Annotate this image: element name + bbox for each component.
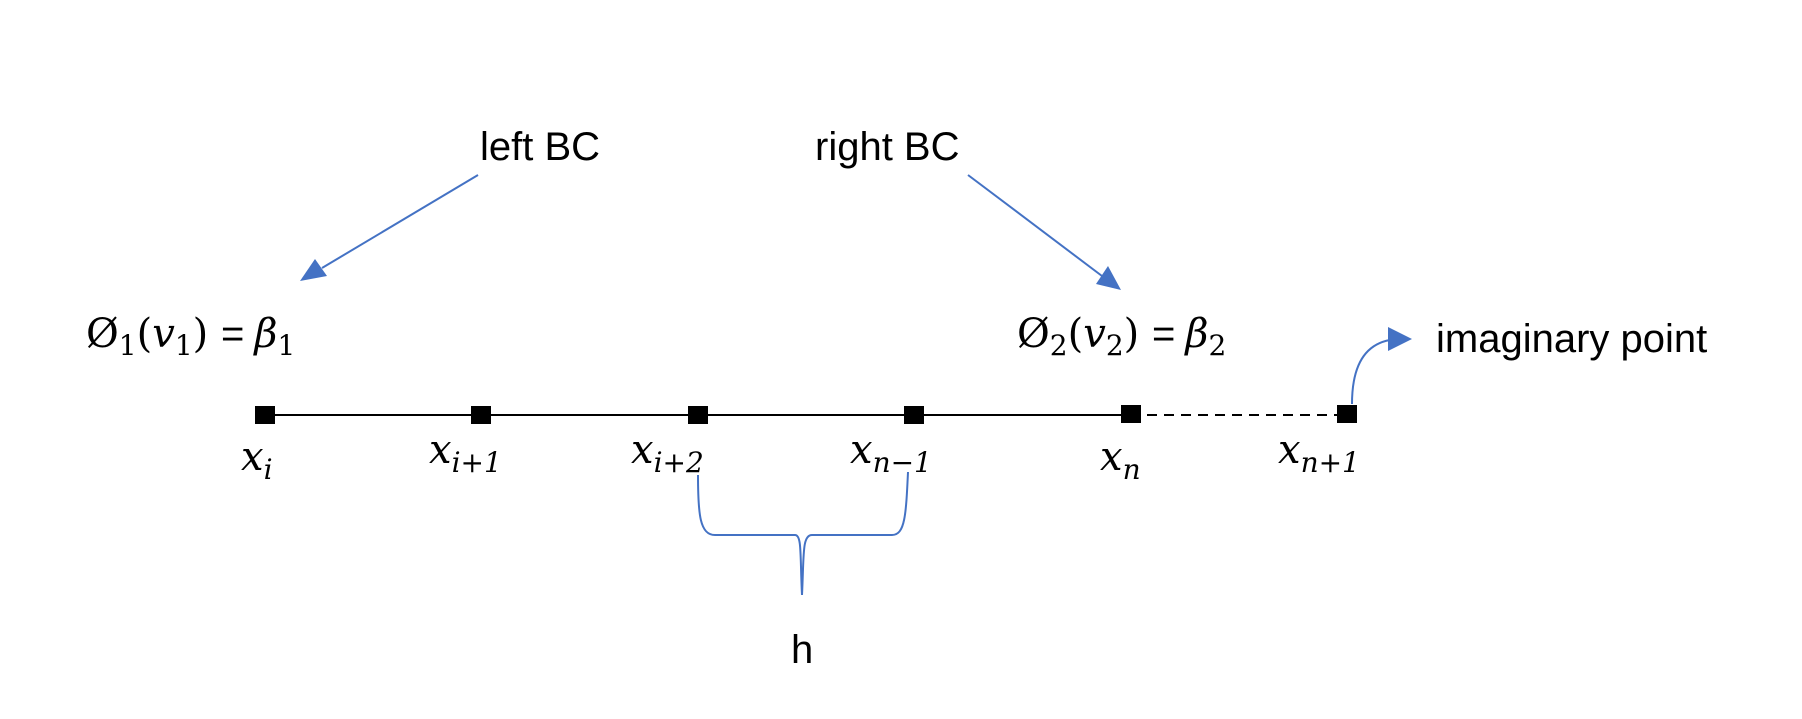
- node-label: xn: [1100, 434, 1141, 486]
- right-bc-arrow: [967, 174, 1121, 290]
- node-marker: [904, 406, 924, 424]
- right-bc-equation: Ø2(v2) =β2: [1017, 311, 1226, 362]
- left-bc-label: left BC: [480, 125, 600, 169]
- node-marker: [1121, 405, 1141, 423]
- node-marker: [471, 406, 491, 424]
- node-label: xn−1: [850, 427, 932, 479]
- node-label: xi+2: [631, 427, 704, 479]
- node-marker: [688, 406, 708, 424]
- imaginary-point-label: imaginary point: [1436, 317, 1707, 361]
- left-bc-arrow: [300, 174, 479, 281]
- node-label: xi+1: [429, 427, 502, 479]
- node-label: xn+1: [1278, 427, 1360, 479]
- right-bc-label: right BC: [815, 125, 960, 169]
- node-marker: [1337, 405, 1357, 423]
- node-label: xi: [241, 434, 273, 486]
- left-bc-equation: Ø1(v1) =β1: [86, 311, 295, 362]
- node-marker: [255, 406, 275, 424]
- imaginary-point-arrow: [1351, 327, 1412, 405]
- spacing-label: h: [791, 628, 813, 672]
- spacing-brace: [697, 471, 909, 596]
